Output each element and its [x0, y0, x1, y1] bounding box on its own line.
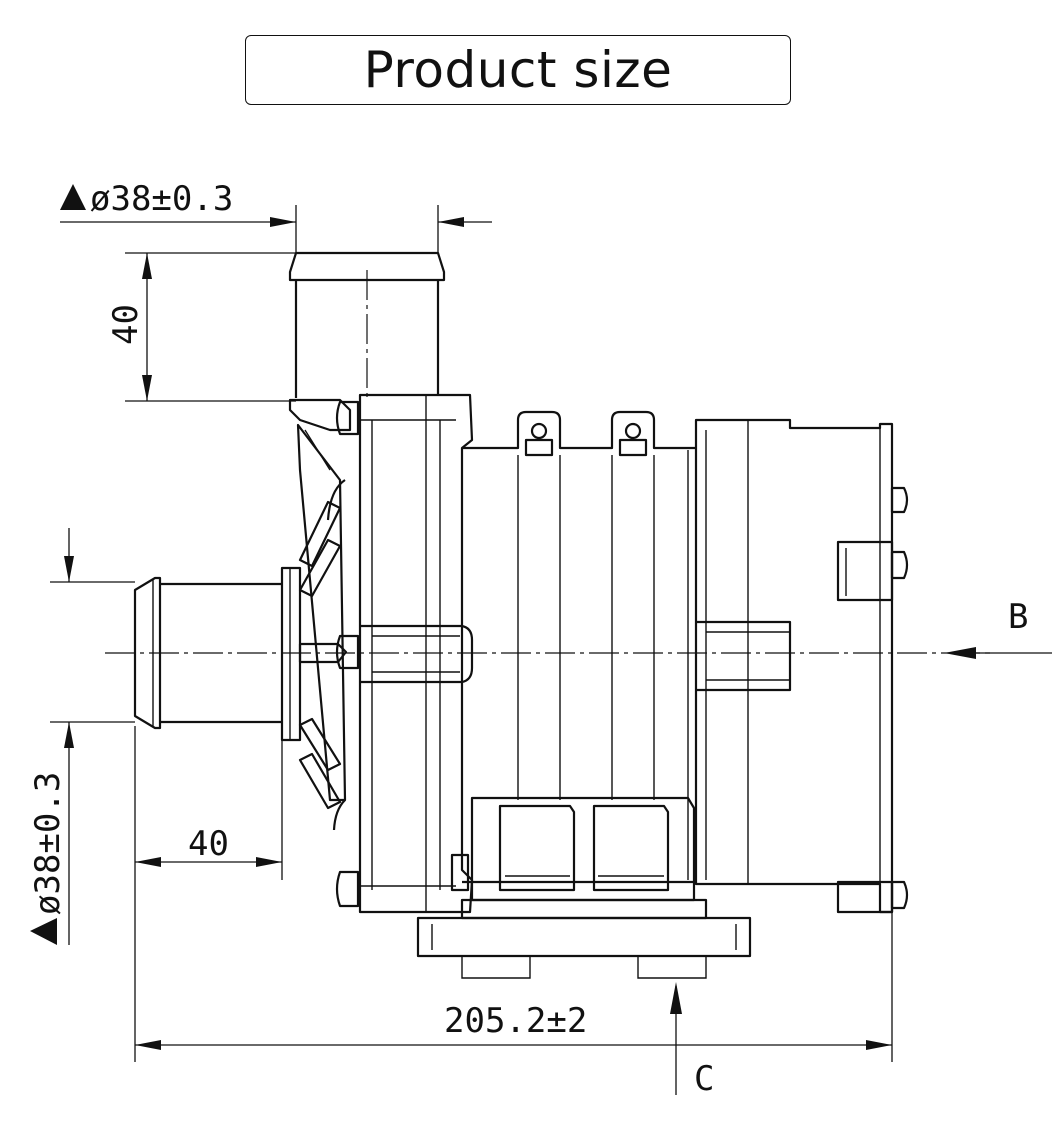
inlet-length-label: 40	[188, 824, 229, 864]
page-title: Product size	[363, 41, 673, 99]
mounting-bracket	[416, 796, 752, 979]
inlet-diameter-label: ø38±0.3	[28, 772, 68, 915]
dimension-outlet-length	[125, 252, 296, 402]
view-c-label: C	[694, 1059, 714, 1099]
inlet-pipe	[133, 576, 282, 730]
outlet-pipe	[288, 251, 446, 400]
outlet-length-label: 40	[106, 304, 146, 345]
dimension-outlet-diameter	[60, 184, 492, 253]
view-b-label: B	[1008, 597, 1028, 637]
view-arrow-b	[944, 647, 1052, 659]
view-arrow-c	[670, 982, 682, 1095]
dimension-inlet-length	[134, 726, 283, 1062]
dimension-inlet-diameter	[30, 528, 135, 945]
pump-head	[280, 398, 360, 908]
overall-length-label: 205.2±2	[444, 1001, 587, 1041]
dimension-overall-length	[135, 912, 893, 1062]
title-box: Product size	[245, 35, 791, 105]
outlet-diameter-label: ø38±0.3	[90, 179, 233, 219]
motor-body	[462, 410, 696, 884]
motor-rear	[694, 418, 909, 914]
